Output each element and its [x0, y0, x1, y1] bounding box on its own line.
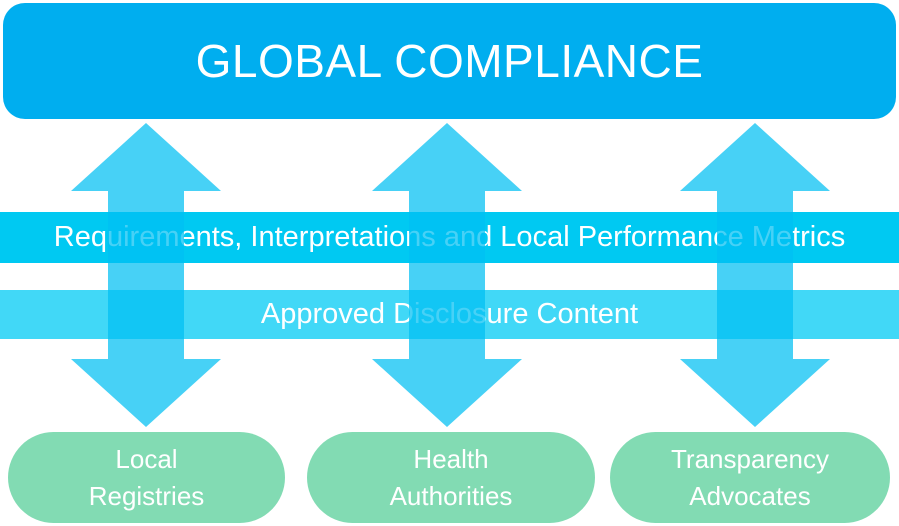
- node-local-registries: Local Registries: [8, 432, 285, 523]
- double-arrow-icon: [372, 123, 522, 427]
- global-compliance-label: GLOBAL COMPLIANCE: [195, 35, 704, 87]
- global-compliance-box: GLOBAL COMPLIANCE: [3, 3, 896, 119]
- node-label-line: Authorities: [389, 480, 513, 511]
- double-arrow-icon: [680, 123, 830, 427]
- node-label-line: Local: [115, 443, 178, 474]
- node-health-authorities: Health Authorities: [307, 432, 595, 523]
- node-label-line: Transparency: [671, 443, 829, 474]
- node-label-line: Advocates: [689, 480, 811, 511]
- double-arrow-icon: [71, 123, 221, 427]
- node-label-line: Registries: [88, 480, 205, 511]
- node-label-line: Health: [413, 443, 489, 474]
- node-transparency-advocates: Transparency Advocates: [610, 432, 890, 523]
